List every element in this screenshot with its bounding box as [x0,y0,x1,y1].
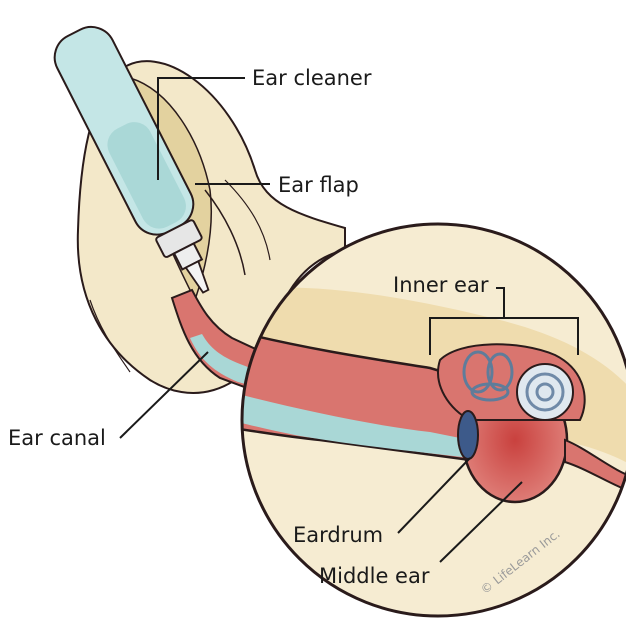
label-ear-canal: Ear canal [8,428,106,449]
label-ear-cleaner: Ear cleaner [252,68,371,89]
label-eardrum: Eardrum [293,525,383,546]
label-middle-ear: Middle ear [319,566,429,587]
label-inner-ear: Inner ear [393,275,488,296]
label-ear-flap: Ear flap [278,175,359,196]
